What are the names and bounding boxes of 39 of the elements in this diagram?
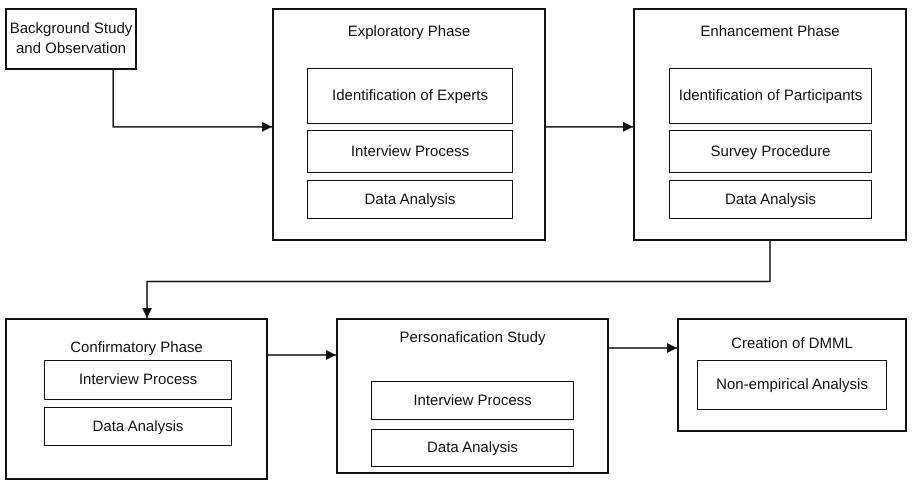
step-label: Interview Process xyxy=(78,370,198,390)
step-box xyxy=(371,381,574,420)
step-label: Data Analysis xyxy=(724,190,817,210)
arrow xyxy=(268,350,336,360)
process-box xyxy=(5,8,137,70)
step-box xyxy=(669,68,872,124)
phase-title: Confirmatory Phase xyxy=(69,338,204,358)
process-box xyxy=(336,318,609,474)
process-box xyxy=(5,318,268,480)
step-label: Interview Process xyxy=(350,142,470,162)
phase-title: Exploratory Phase xyxy=(346,22,472,42)
process-box xyxy=(677,318,907,432)
step-box xyxy=(307,68,513,124)
step-label: Identification of Experts xyxy=(331,86,489,106)
step-box xyxy=(669,180,872,219)
step-box xyxy=(697,360,887,410)
step-label: Interview Process xyxy=(412,390,533,410)
phase-title: Enhancement Phase xyxy=(699,22,841,42)
step-label: Identification of Participants xyxy=(678,86,864,106)
phase-title: Creation of DMML xyxy=(730,334,854,354)
process-box xyxy=(633,8,907,241)
step-label: Survey Procedure xyxy=(709,142,832,162)
step-label: Non-empirical Analysis xyxy=(715,375,869,395)
step-box xyxy=(371,429,574,467)
step-box xyxy=(44,407,232,446)
phase-title: Personafication Study xyxy=(398,328,546,348)
step-label: Data Analysis xyxy=(364,190,456,210)
step-label: Background Study and Observation xyxy=(8,19,134,59)
step-box xyxy=(307,180,513,219)
arrow xyxy=(112,70,272,132)
step-box xyxy=(44,360,232,400)
step-box xyxy=(669,130,872,173)
arrow xyxy=(609,343,677,353)
step-label: Data Analysis xyxy=(426,438,519,458)
arrow xyxy=(546,122,633,132)
process-box xyxy=(272,8,546,241)
step-label: Data Analysis xyxy=(92,416,184,436)
step-box xyxy=(307,130,513,173)
arrow xyxy=(142,241,771,318)
